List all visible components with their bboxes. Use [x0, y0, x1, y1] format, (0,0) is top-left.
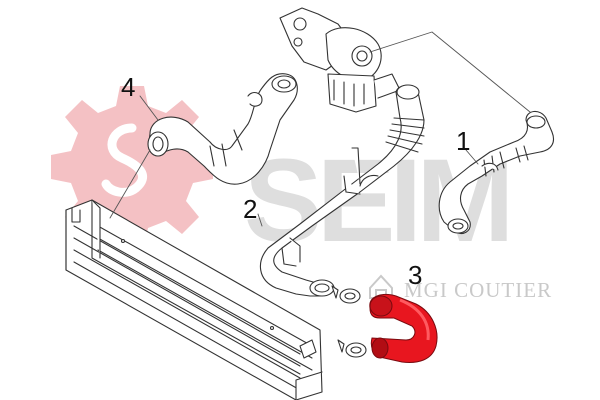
subtitle-watermark: MGI COUTIER	[404, 278, 553, 302]
hose-4	[147, 73, 298, 185]
callout-2: 2	[243, 194, 258, 224]
intercooler	[65, 199, 323, 400]
clamp-lower	[337, 339, 367, 358]
callout-4: 4	[121, 72, 136, 102]
hose-3	[369, 294, 438, 363]
clamp-upper	[331, 285, 361, 304]
callout-3: 3	[408, 260, 423, 290]
callout-1: 1	[456, 126, 471, 156]
leader-lines	[109, 31, 531, 227]
pipe-2	[259, 84, 425, 297]
hose-1	[438, 110, 555, 235]
turbocharger	[279, 7, 401, 113]
